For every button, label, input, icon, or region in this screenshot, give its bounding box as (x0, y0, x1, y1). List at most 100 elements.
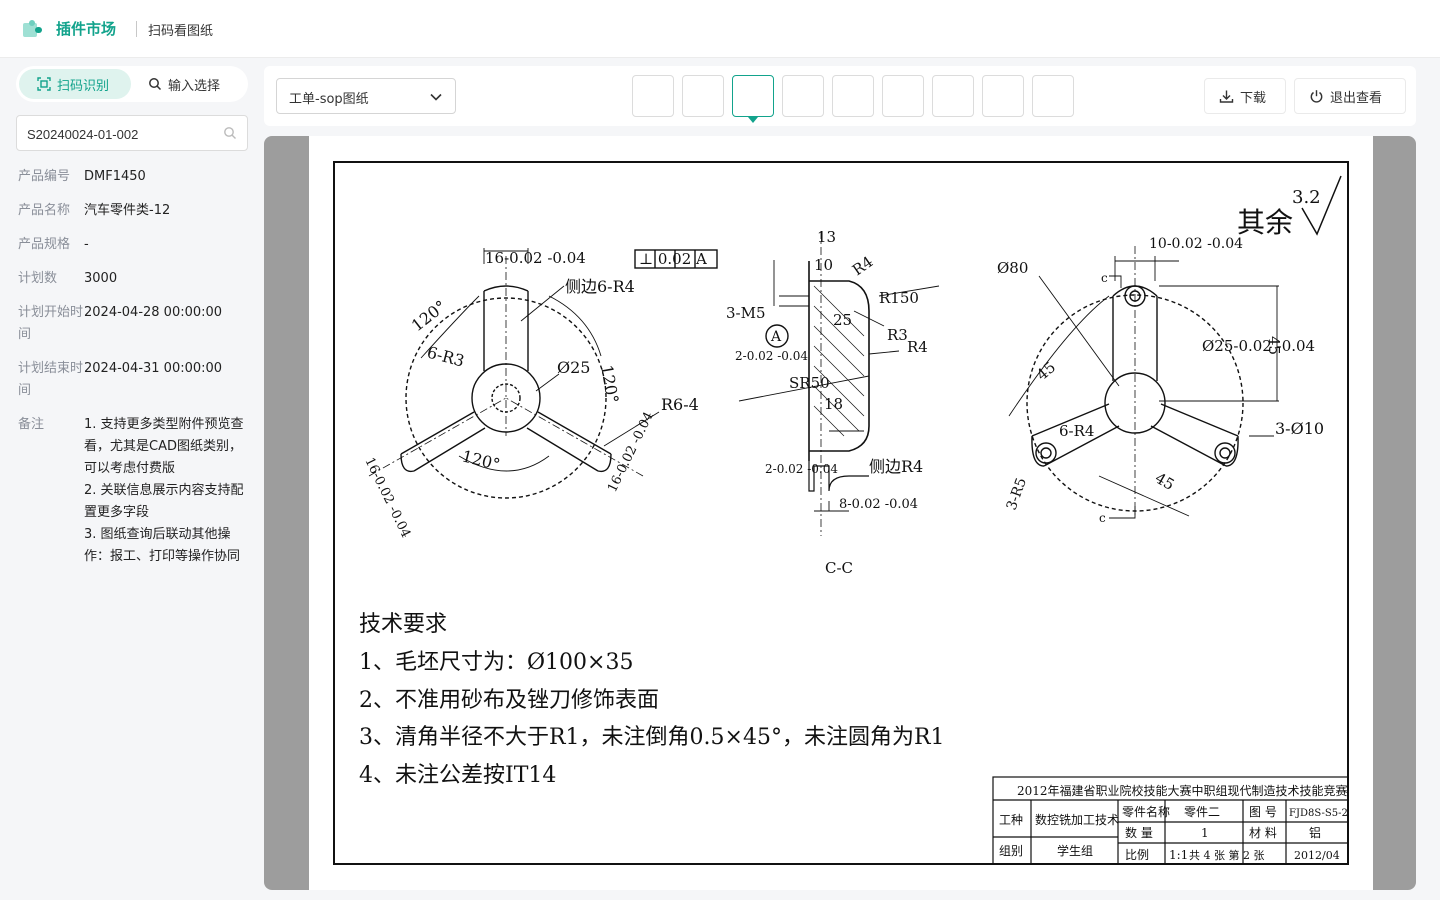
dim-side-r4b: 侧边R4 (869, 457, 923, 476)
info-value: 3000 (84, 271, 118, 286)
tb-scale-value: 1:1 (1169, 848, 1188, 862)
dim-left-16-b: 16-0.02 -0.04 (361, 455, 413, 540)
info-value: DMF1450 (84, 169, 146, 184)
dim-8-tol: 8-0.02 -0.04 (839, 497, 918, 512)
thumbnail[interactable] (832, 75, 874, 117)
info-value: - (84, 237, 89, 252)
tb-drawing-no-value: FJD8S-S5-2 (1289, 808, 1348, 819)
dim-flatness: ⊥ 0.02 A (639, 250, 707, 268)
thumbnail[interactable] (882, 75, 924, 117)
note-line: 2. 关联信息展示内容支持配置更多字段 (84, 483, 244, 520)
dim-10-tol: 10-0.02 -0.04 (1149, 236, 1243, 252)
tab-scan[interactable]: 扫码识别 (19, 69, 131, 99)
info-row-plan-qty: 计划数 3000 (18, 268, 250, 290)
tab-scan-label: 扫码识别 (57, 78, 110, 94)
dim-d25-tol: Ø25-0.02 -0.04 (1202, 337, 1315, 355)
thumbnail-active[interactable] (732, 75, 774, 123)
tb-part-name-label: 零件名称 (1122, 804, 1170, 819)
dim-3-m5: 3-M5 (726, 304, 766, 322)
search-icon (149, 78, 162, 91)
scan-icon (37, 77, 51, 91)
dim-angle-120: 120° (408, 296, 450, 335)
select-value: 工单-sop图纸 (289, 92, 369, 107)
tb-qty-value: 1 (1201, 826, 1209, 840)
section-label: C-C (825, 559, 853, 577)
dim-d25: Ø25 (557, 358, 590, 377)
drawing-type-select[interactable]: 工单-sop图纸 (276, 78, 456, 114)
dim-angle-120-right: 120° (597, 363, 622, 404)
chevron-down-icon (430, 93, 442, 101)
dim-18: 18 (824, 395, 843, 413)
roughness-label: 其余 (1237, 206, 1293, 239)
title-block-heading: 2012年福建省职业院校技能大赛中职组现代制造技术技能竞赛 (1017, 783, 1348, 798)
datum-a: A (770, 329, 782, 345)
note-text: 1. 支持更多类型附件预览查看，尤其是CAD图纸类别，可以考虑付费版 2. 关联… (84, 414, 250, 568)
dim-side-r4: 侧边6-R4 (565, 277, 635, 296)
app-title[interactable]: 插件市场 (56, 20, 117, 38)
tb-sheet-value: 共 4 张 第 2 张 (1189, 848, 1264, 862)
exit-view-button[interactable]: 退出查看 (1294, 78, 1406, 114)
tab-input-select-label: 输入选择 (168, 78, 221, 94)
info-row-plan-end: 计划结束时间 2024-04-31 00:00:00 (18, 358, 250, 402)
download-button[interactable]: 下载 (1204, 78, 1286, 114)
roughness-value: 3.2 (1292, 187, 1321, 208)
header-divider (136, 21, 137, 37)
dim-3-d10: 3-Ø10 (1275, 419, 1324, 438)
thumbnail[interactable] (932, 75, 974, 117)
right-view (1008, 246, 1279, 519)
info-row-product-code: 产品编号 DMF1450 (18, 166, 250, 188)
thumbnail[interactable] (632, 75, 674, 117)
product-info: 产品编号 DMF1450 产品名称 汽车零件类-12 产品规格 - 计划数 30… (18, 166, 250, 580)
dim-45-angled: 45 (1033, 358, 1059, 384)
search-input[interactable] (27, 124, 217, 144)
info-label: 备注 (18, 417, 45, 432)
search-icon[interactable] (223, 126, 237, 140)
info-label: 产品规格 (18, 237, 71, 252)
info-row-product-name: 产品名称 汽车零件类-12 (18, 200, 250, 222)
info-label: 产品编号 (18, 169, 71, 184)
note-line: 3. 图纸查询后联动其他操作：报工、打印等操作协同 (84, 527, 241, 564)
download-icon (1219, 90, 1234, 103)
dim-6-r4: 6-R4 (1059, 422, 1094, 440)
dim-r4b: R4 (907, 338, 928, 356)
dim-45-lower: 45 (1152, 469, 1178, 494)
dim-r150: R150 (879, 289, 919, 307)
tb-group-label: 组别 (999, 844, 1023, 858)
page-name: 扫码看图纸 (148, 24, 214, 39)
info-value: 2024-04-28 00:00:00 (84, 305, 223, 320)
dim-25: 25 (833, 311, 852, 329)
title-block (992, 776, 1349, 865)
section-mark-c-top: c (1101, 271, 1108, 285)
tb-trade-label: 工种 (999, 813, 1023, 827)
drawing-viewer[interactable]: 其余 3.2 16-0.02 (264, 136, 1416, 890)
section-mark-c-bottom: c (1099, 511, 1106, 525)
info-label: 产品名称 (18, 203, 71, 218)
tb-drawing-no-label: 图 号 (1249, 805, 1277, 819)
cad-drawing: 其余 3.2 16-0.02 (333, 161, 1349, 865)
plugin-logo-icon (23, 20, 42, 37)
dim-left-16: 16-0.02 -0.04 (485, 249, 586, 267)
tb-date-value: 2012/04 (1294, 849, 1340, 862)
info-row-product-spec: 产品规格 - (18, 234, 250, 256)
requirement-item: 2、不准用砂布及锉刀修饰表面 (359, 688, 659, 713)
search-field[interactable] (16, 115, 248, 151)
mode-switch: 扫码识别 输入选择 (16, 66, 248, 102)
tab-input-select[interactable]: 输入选择 (136, 69, 244, 99)
info-label: 计划数 (18, 271, 58, 286)
thumbnail[interactable] (682, 75, 724, 117)
requirement-item: 1、毛坯尺寸为：Ø100×35 (359, 650, 634, 675)
drawing-sheet: 其余 3.2 16-0.02 (309, 136, 1373, 890)
info-value: 汽车零件类-12 (84, 203, 171, 218)
info-row-note: 备注 1. 支持更多类型附件预览查看，尤其是CAD图纸类别，可以考虑付费版 2.… (18, 414, 250, 568)
dim-d80: Ø80 (997, 259, 1028, 277)
power-icon (1310, 89, 1323, 103)
dim-2-tol-b: 2-0.02 -0.04 (765, 462, 838, 476)
viewer-toolbar: 工单-sop图纸 下载 退出查看 (264, 66, 1416, 126)
thumbnail[interactable] (982, 75, 1024, 117)
download-label: 下载 (1240, 90, 1267, 106)
note-line: 1. 支持更多类型附件预览查看，尤其是CAD图纸类别，可以考虑付费版 (84, 417, 244, 476)
tb-material-label: 材 料 (1249, 826, 1277, 840)
exit-view-label: 退出查看 (1330, 90, 1383, 106)
thumbnail[interactable] (782, 75, 824, 117)
thumbnail[interactable] (1032, 75, 1074, 117)
